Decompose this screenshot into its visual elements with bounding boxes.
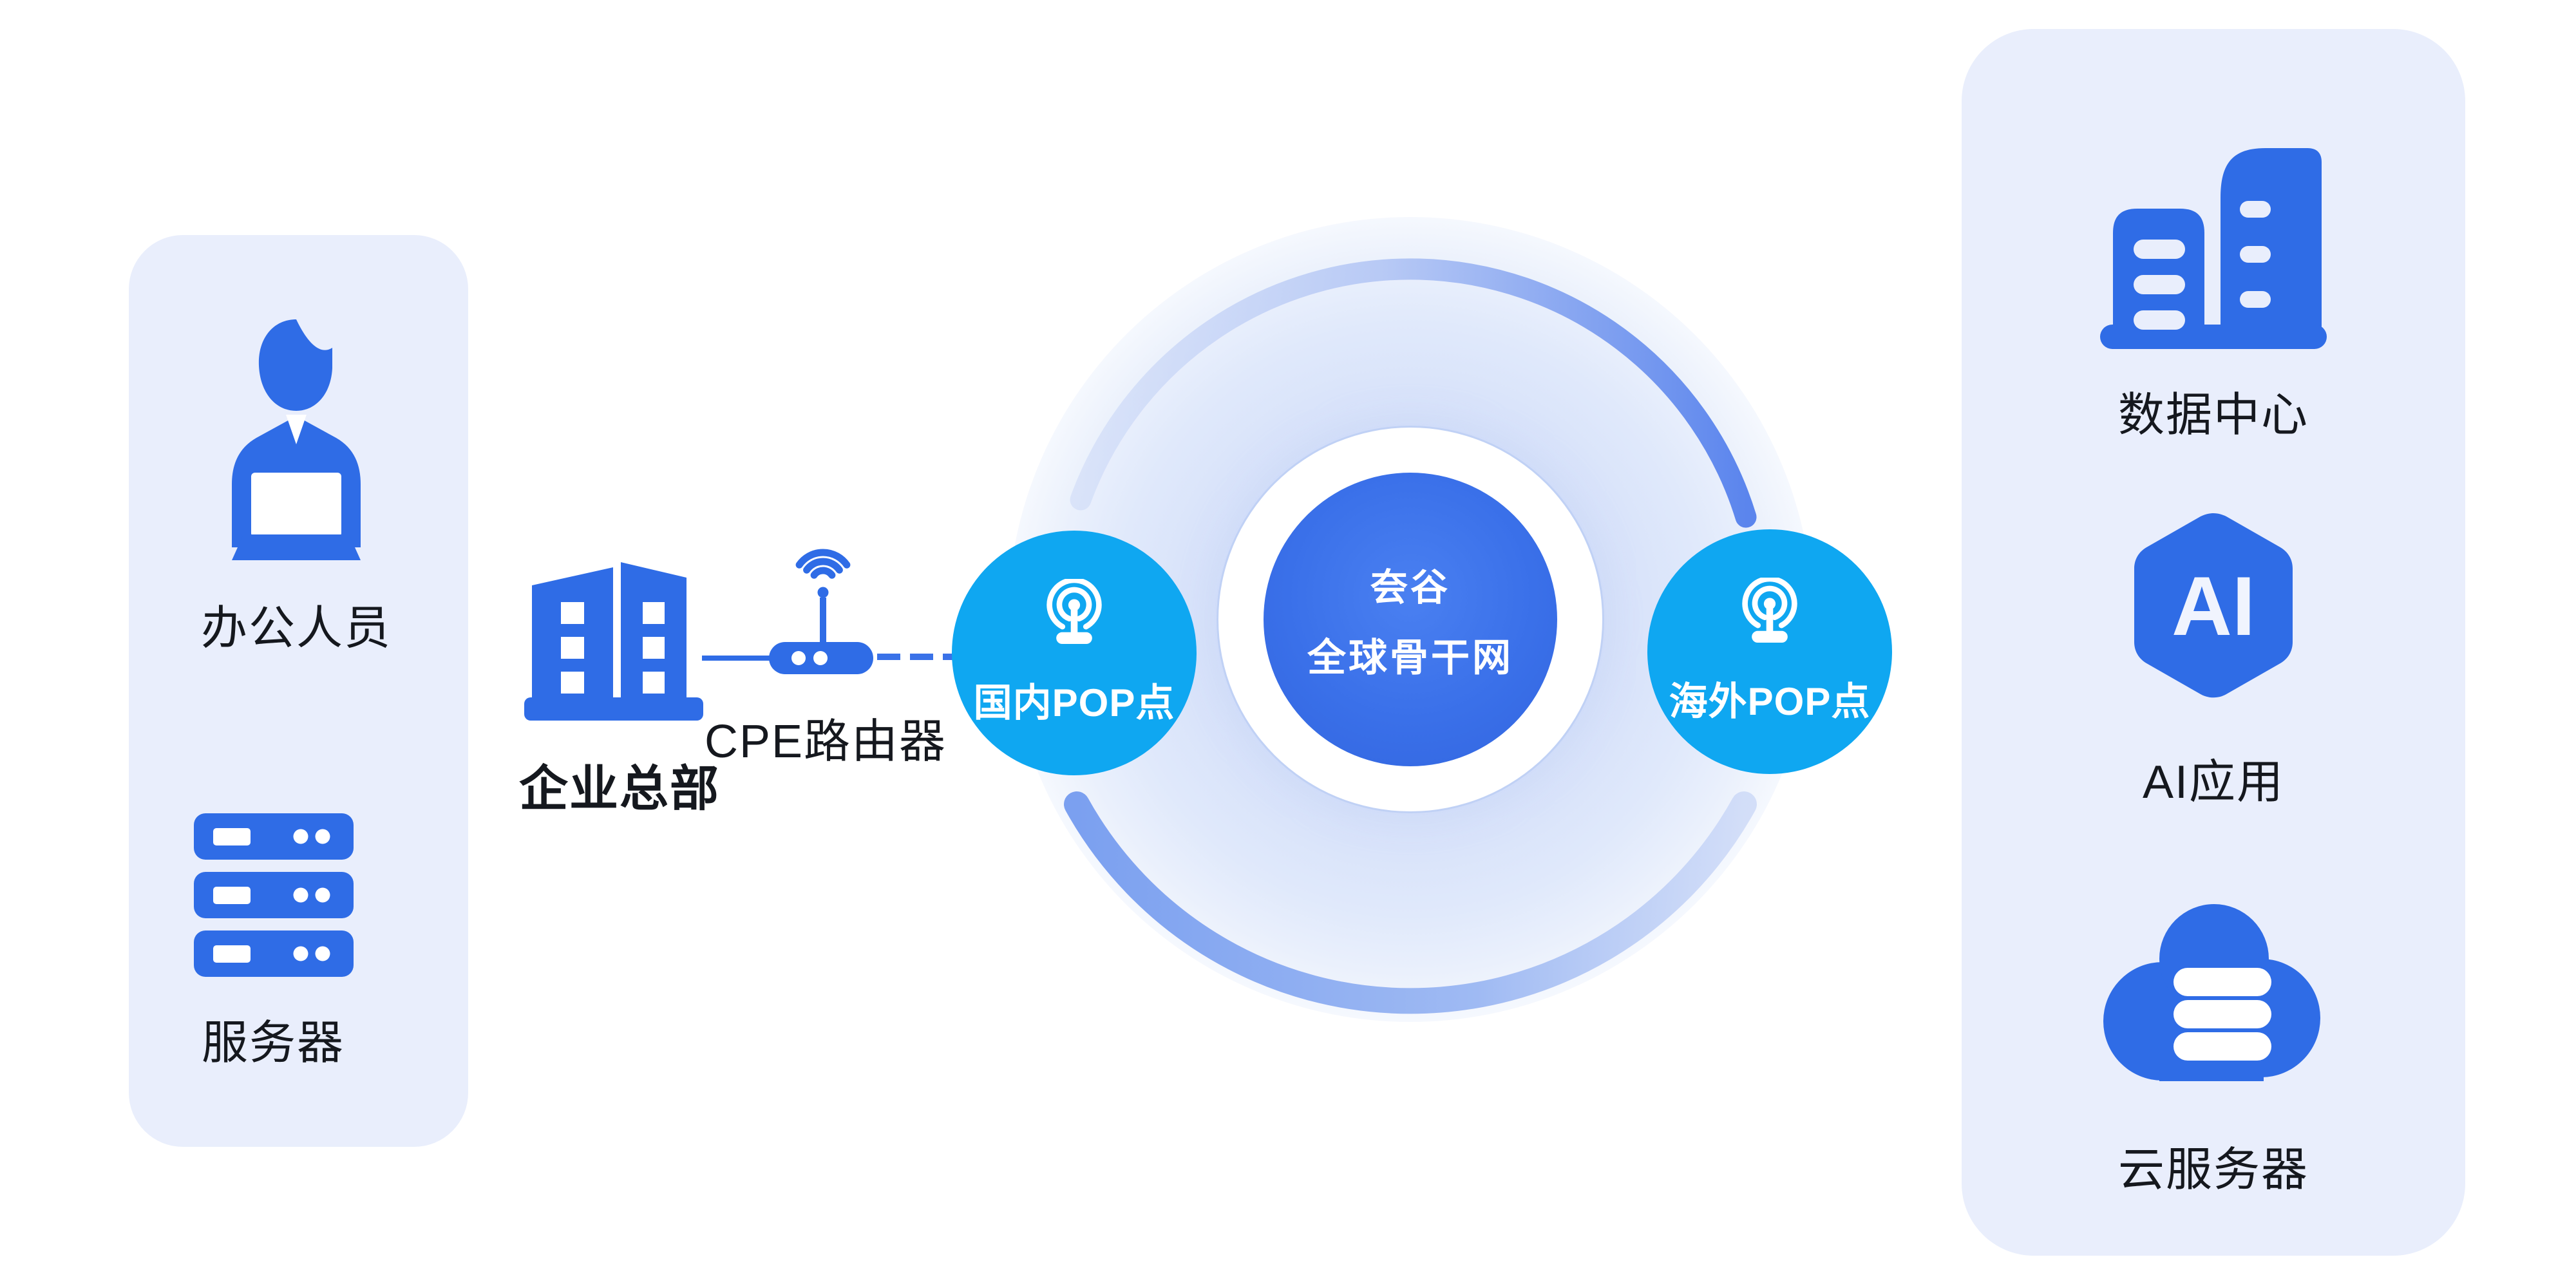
ai-hexagon-icon: AI: [2134, 513, 2293, 698]
backbone-core-circle: 夽谷 全球骨干网: [1264, 473, 1557, 766]
data-center-label: 数据中心: [2117, 390, 2309, 441]
ai-app-label: AI应用: [2142, 757, 2285, 808]
office-worker-icon: [232, 319, 361, 560]
cpe-router-label: CPE路由器: [704, 716, 947, 768]
domestic-pop-node: 国内POP点: [952, 531, 1197, 775]
data-center-icon: [2100, 148, 2327, 349]
orbit-arc-bottom: [1064, 791, 1757, 1014]
office-worker-label: 办公人员: [200, 603, 392, 654]
backbone-network-text: 全球骨干网: [1307, 636, 1513, 679]
ai-badge-text: AI: [2172, 559, 2255, 653]
hq-building-icon: [524, 562, 703, 721]
overseas-pop-node: 海外POP点: [1647, 529, 1892, 774]
broadcast-beacon-icon: [1046, 578, 1102, 644]
cpe-router-icon: [769, 549, 873, 674]
broadcast-beacon-icon: [1742, 577, 1797, 643]
hq-label: 企业总部: [519, 762, 720, 817]
server-rack-icon: [194, 813, 354, 977]
backbone-brand-text: 夽谷: [1370, 566, 1450, 609]
cloud-server-icon: [2103, 904, 2320, 1081]
cloud-server-label: 云服务器: [2117, 1144, 2309, 1196]
overseas-pop-label: 海外POP点: [1669, 679, 1871, 723]
domestic-pop-label: 国内POP点: [973, 681, 1175, 724]
server-label: 服务器: [201, 1017, 345, 1069]
orbit-arc-top: [1070, 258, 1757, 528]
